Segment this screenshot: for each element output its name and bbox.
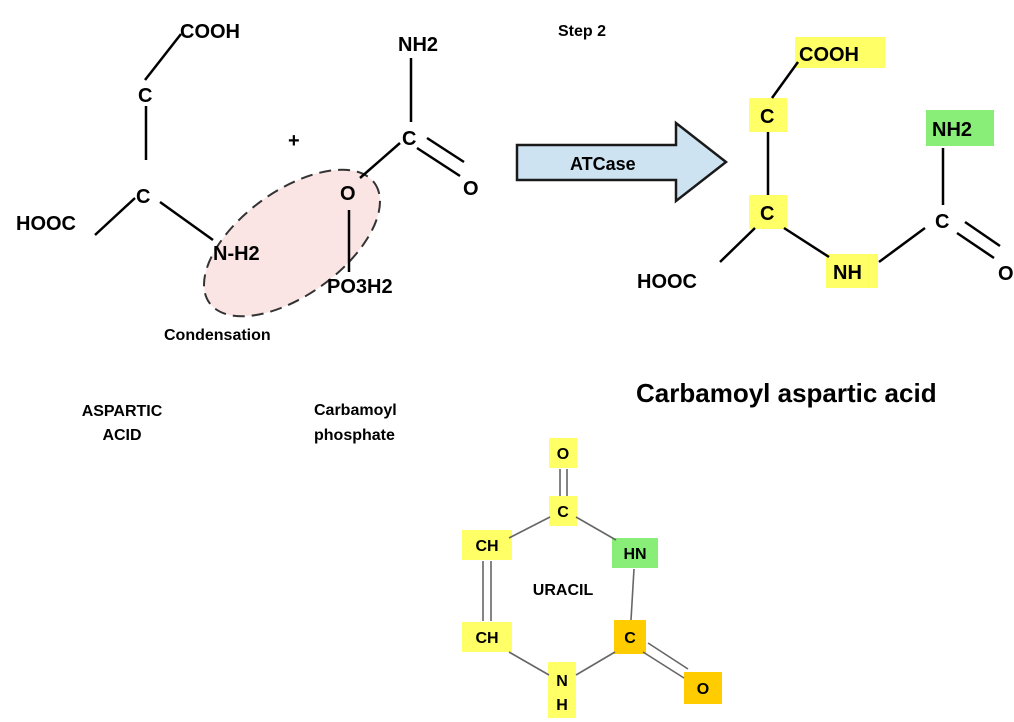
uracil-c-top: C — [557, 504, 569, 521]
product-name: Carbamoyl aspartic acid — [636, 378, 937, 408]
product-cooh: COOH — [799, 44, 859, 66]
highlight-product-nh — [826, 254, 878, 288]
aspartic-c1: C — [138, 85, 152, 107]
aspartic-c2: C — [136, 186, 150, 208]
product-o: O — [998, 263, 1014, 285]
carbamoyl-o-double: O — [463, 178, 479, 200]
carbamoyl-bonds — [347, 58, 465, 272]
highlight-uracil-nh — [548, 662, 576, 718]
aspartic-name-line2: ACID — [102, 427, 141, 444]
uracil-h: H — [556, 697, 568, 714]
highlight-uracil-c-right — [614, 620, 646, 654]
step-label: Step 2 — [558, 23, 606, 40]
highlight-uracil-hn — [612, 538, 658, 568]
carbamoyl-name-line2: phosphate — [314, 427, 395, 444]
uracil-o-right: O — [697, 681, 709, 698]
uracil-ch-lower: CH — [475, 630, 498, 647]
highlight-uracil-ch-upper — [462, 530, 512, 560]
uracil-ch-upper: CH — [475, 538, 498, 555]
product-c1: C — [760, 106, 774, 128]
product-nh: NH — [833, 262, 862, 284]
uracil-highlights — [462, 438, 722, 718]
carbamoyl-name-line1: Carbamoyl — [314, 402, 397, 419]
aspartic-cooh-top: COOH — [180, 21, 240, 43]
product-nh2: NH2 — [932, 119, 972, 141]
highlight-uracil-ch-lower — [462, 622, 512, 652]
product-hooc: HOOC — [637, 271, 697, 293]
condensation-ellipse — [203, 168, 381, 318]
product-c3: C — [935, 211, 949, 233]
uracil-c-right: C — [624, 630, 636, 647]
uracil-bonds — [482, 469, 689, 679]
product-bonds — [719, 61, 1001, 264]
reaction-arrow — [515, 120, 729, 204]
carbamoyl-c: C — [402, 128, 416, 150]
product-c2: C — [760, 203, 774, 225]
aspartic-name-line1: ASPARTIC — [82, 403, 163, 420]
uracil-hn: HN — [623, 546, 646, 563]
carbamoyl-o-link: O — [340, 183, 356, 205]
highlight-uracil-c-top — [549, 496, 577, 526]
highlight-uracil-o-top — [549, 438, 577, 468]
highlight-product-c1 — [749, 98, 787, 132]
plus-sign: + — [288, 130, 300, 152]
uracil-center: URACIL — [533, 582, 594, 599]
highlight-product-cooh — [795, 37, 885, 68]
carbamoyl-po3h2: PO3H2 — [327, 276, 393, 298]
highlight-product-nh2 — [926, 110, 994, 146]
uracil-o-top: O — [557, 446, 569, 463]
aspartic-hooc: HOOC — [16, 213, 76, 235]
product-highlights — [749, 37, 994, 288]
aspartic-bonds — [94, 33, 214, 242]
carbamoyl-nh2: NH2 — [398, 34, 438, 56]
highlight-uracil-o-right — [684, 672, 722, 704]
enzyme-label: ATCase — [570, 154, 636, 174]
condensation-label: Condensation — [164, 327, 271, 344]
uracil-n: N — [556, 673, 568, 690]
aspartic-nh2: N-H2 — [213, 243, 260, 265]
highlight-product-c2 — [749, 195, 787, 229]
